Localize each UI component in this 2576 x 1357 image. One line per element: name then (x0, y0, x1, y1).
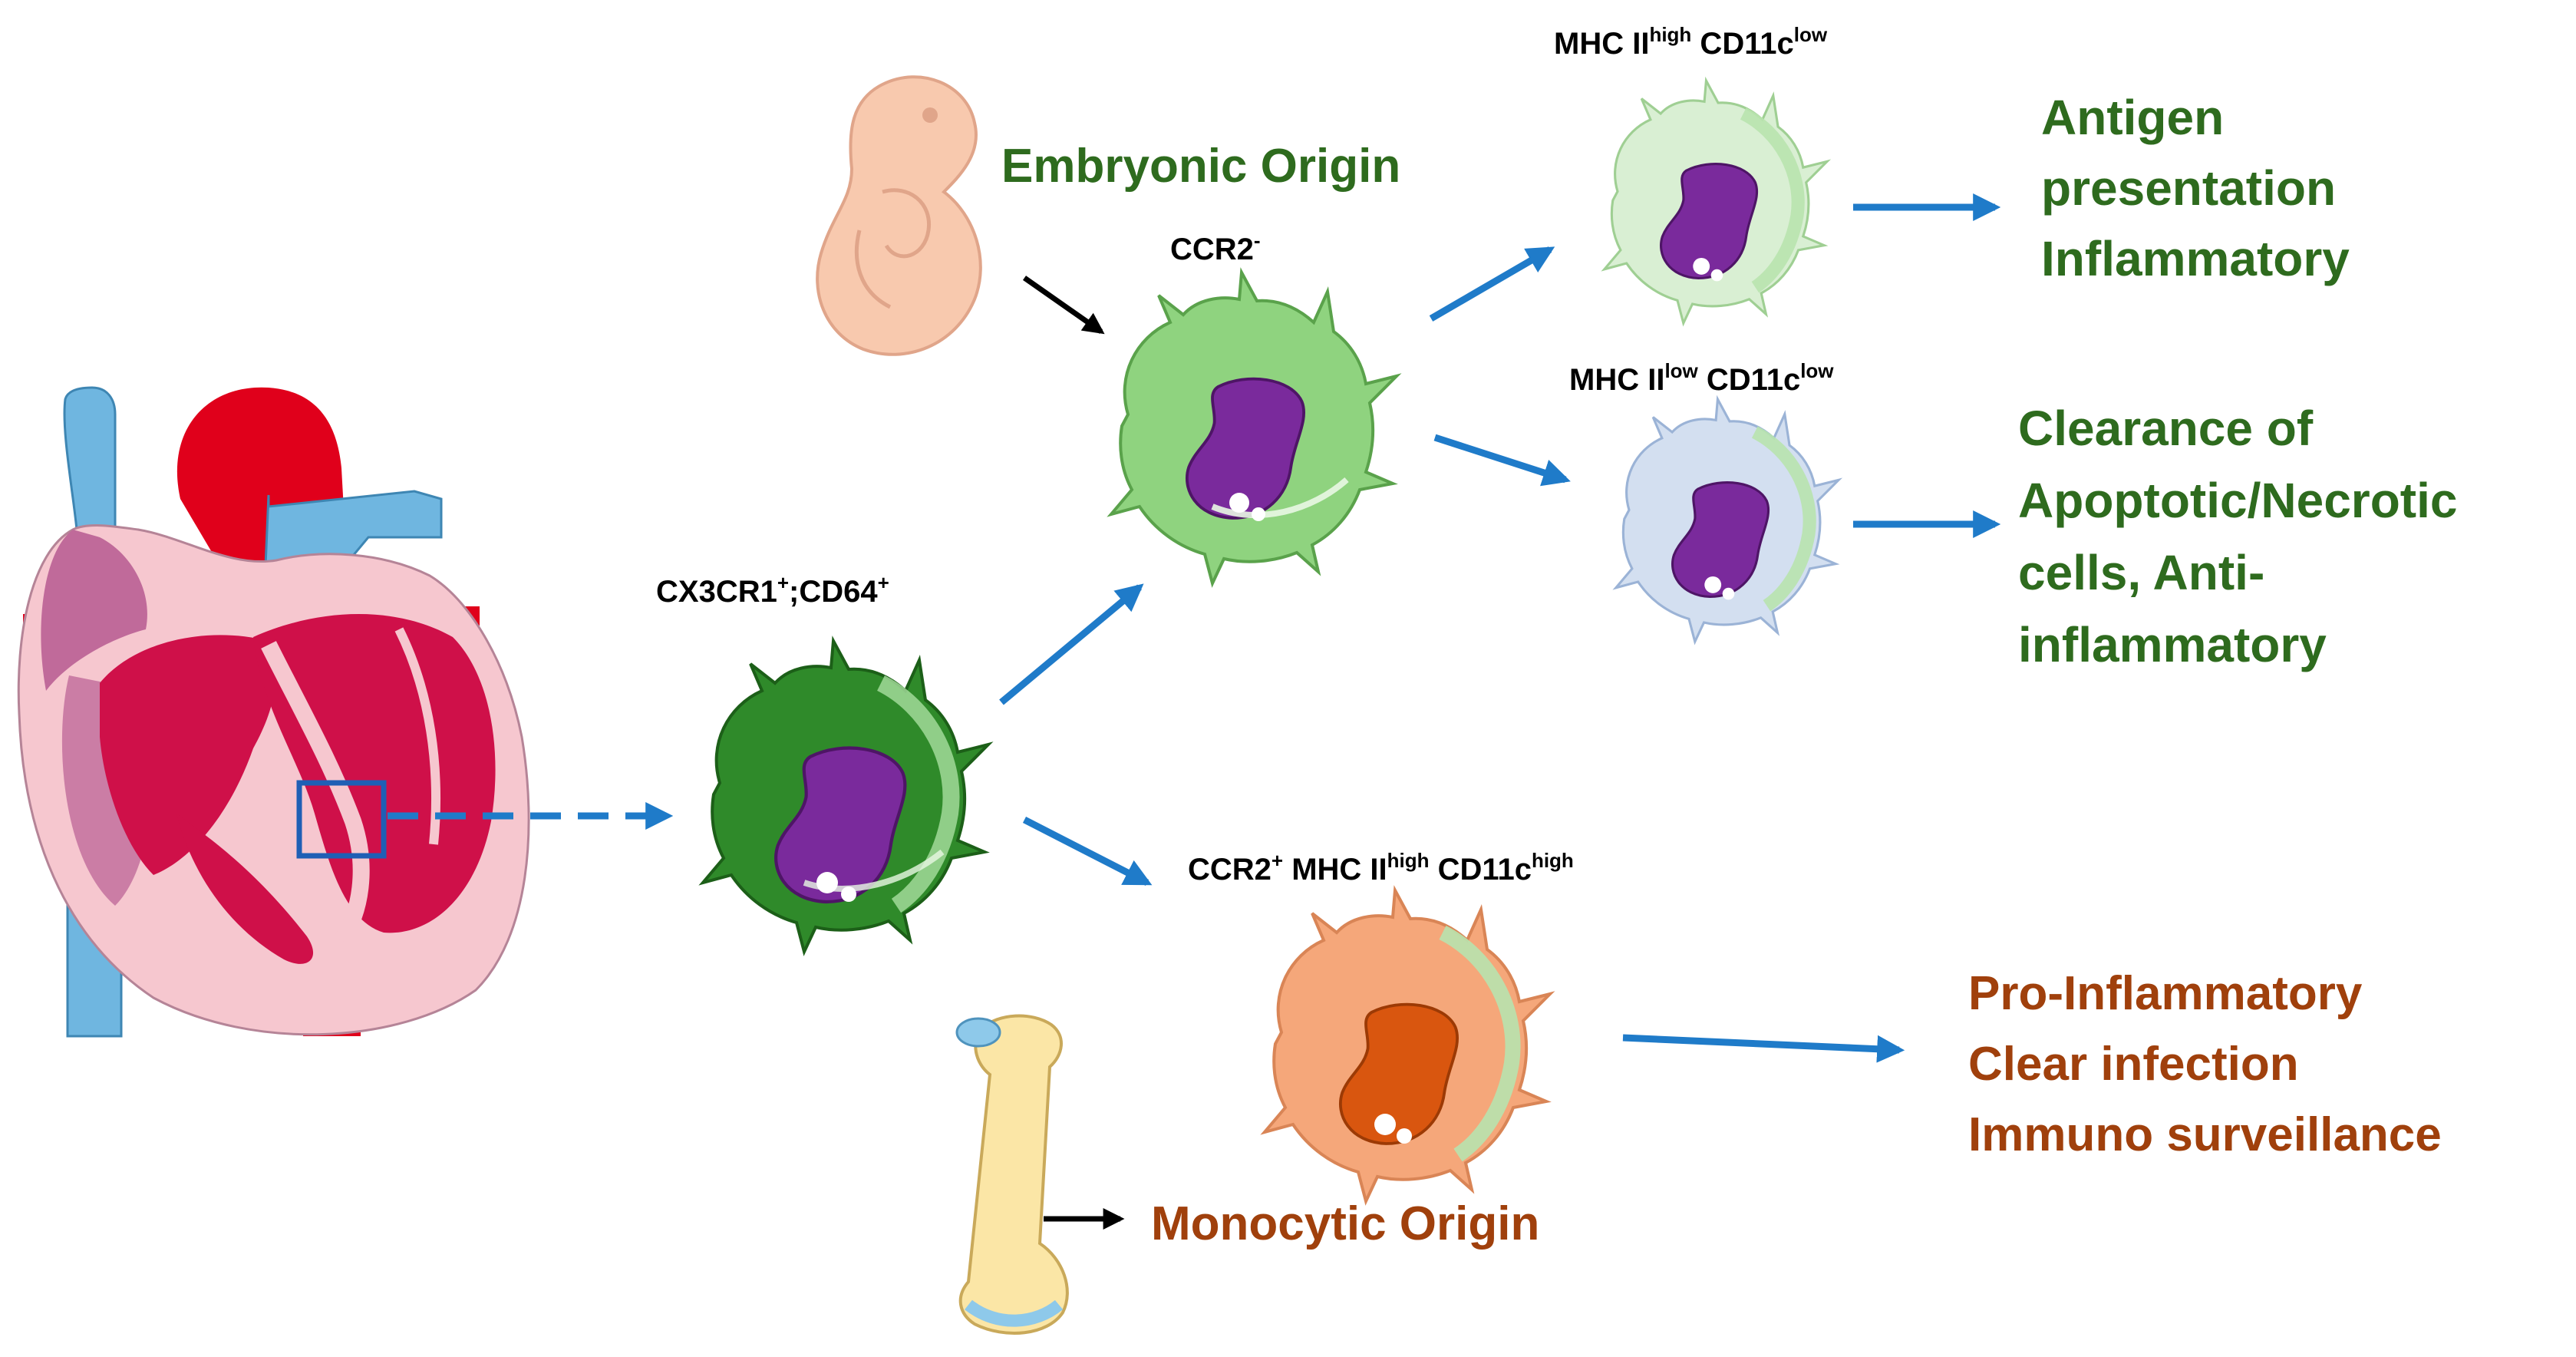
arrow-to-mhc-low (1433, 434, 1571, 487)
mhc-high-cd11c-low-label: MHC IIhigh CD11clow (1554, 23, 1828, 61)
macrophage-cell-icon (1603, 79, 1829, 325)
magnifier-box (296, 780, 387, 859)
macrophage-cell-icon (701, 639, 990, 953)
mhc-low-cd11c-low-label: MHC IIlow CD11clow (1569, 359, 1834, 397)
arrow-embryo-to-ccr2 (1022, 276, 1105, 335)
macrophage-cell-icon (1263, 889, 1552, 1203)
bone-icon (955, 1014, 1069, 1335)
embryonic-origin-label: Embryonic Origin (1001, 140, 1400, 193)
pro-inflammatory-function-label: Pro-Inflammatory Clear infection Immuno … (1968, 967, 2442, 1161)
embryo-icon (816, 75, 982, 356)
antigen-function-label: Antigen presentation Inflammatory (2041, 90, 2350, 286)
macrophage-cell-icon (1110, 271, 1398, 585)
arrow-to-ccr2-negative (999, 583, 1144, 705)
macrophage-cell-icon (1615, 398, 1840, 643)
ccr2-positive-label: CCR2+ MHC IIhigh CD11chigh (1188, 849, 1574, 887)
arrow-to-mhc-high (1429, 246, 1555, 322)
ccr2-negative-label: CCR2- (1170, 229, 1261, 266)
arrow-to-ccr2-positive (1022, 816, 1153, 887)
arrow-to-pro-inflammatory-function (1622, 1034, 1905, 1063)
cx3cr1-cd64-label: CX3CR1+;CD64+ (656, 571, 889, 609)
clearance-function-label: Clearance of Apoptotic/Necrotic cells, A… (2018, 401, 2471, 672)
monocytic-origin-label: Monocytic Origin (1151, 1197, 1539, 1250)
heart-cross-section-icon (17, 386, 530, 1038)
